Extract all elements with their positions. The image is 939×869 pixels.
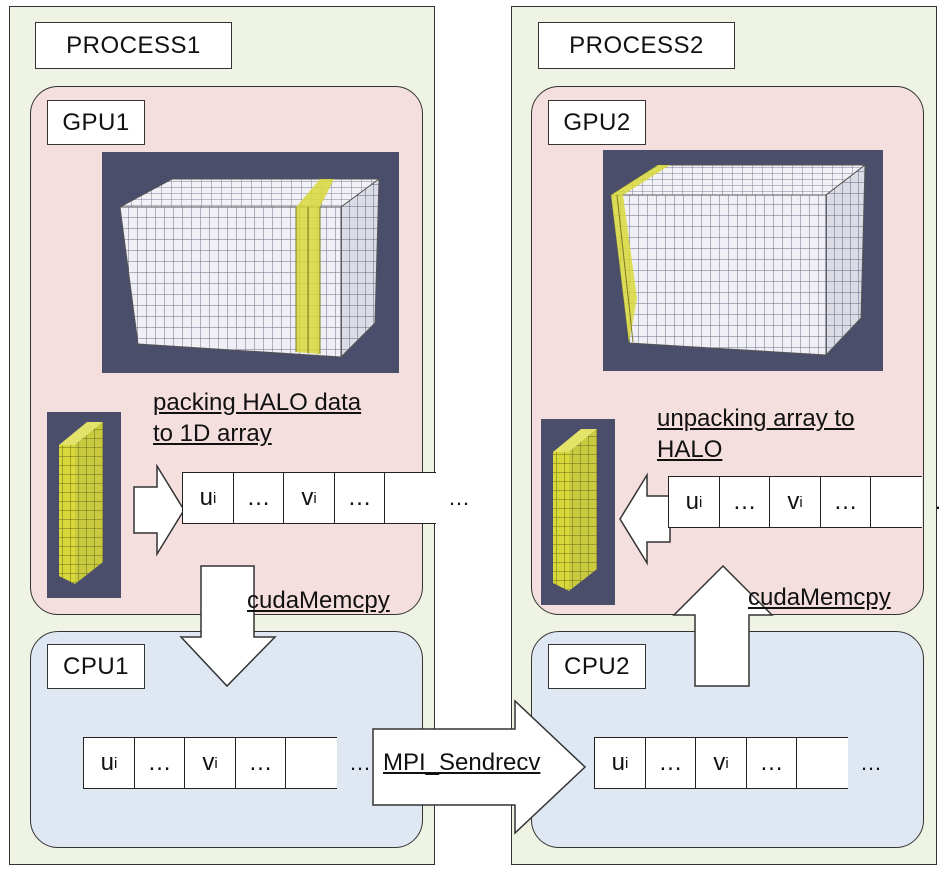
array-trailing-ellipsis: … bbox=[934, 489, 939, 515]
gpu2-halo-slab bbox=[541, 419, 615, 605]
array-cell: … bbox=[232, 472, 285, 524]
array-trailing-ellipsis: … bbox=[860, 750, 882, 775]
unpack-arrow-left bbox=[619, 472, 671, 566]
array-cell bbox=[796, 737, 848, 789]
cpu1-label: CPU1 bbox=[47, 644, 145, 689]
array-cell: … bbox=[133, 737, 186, 789]
array-cell bbox=[870, 476, 922, 528]
array-cell: … bbox=[819, 476, 872, 528]
process1-label: PROCESS1 bbox=[35, 22, 232, 69]
gpu1-cudamemcpy-label: cudaMemcpy bbox=[247, 587, 390, 614]
gpu1-label: GPU1 bbox=[47, 100, 145, 145]
array-cell: … bbox=[333, 472, 386, 524]
gpu2-cudamemcpy-label: cudaMemcpy bbox=[748, 584, 891, 611]
array-cell bbox=[285, 737, 337, 789]
gpu2-label: GPU2 bbox=[548, 100, 646, 145]
mpi-sendrecv-label: MPI_Sendrecv bbox=[383, 749, 541, 776]
array-cell: … bbox=[234, 737, 287, 789]
array-trailing-ellipsis: … bbox=[349, 750, 371, 775]
gpu1-caption-line2: to 1D array bbox=[153, 420, 272, 447]
array-cell bbox=[384, 472, 436, 524]
array-trailing-ellipsis: … bbox=[448, 485, 470, 510]
gpu1-to-cpu1-arrow bbox=[179, 565, 277, 688]
array-cell: … bbox=[745, 737, 798, 789]
mpi-sendrecv-arrow bbox=[372, 699, 587, 835]
cpu2-to-gpu2-arrow bbox=[672, 564, 774, 687]
process2-label: PROCESS2 bbox=[538, 22, 735, 69]
gpu2-mesh-render bbox=[603, 150, 883, 371]
gpu1-mesh-render bbox=[102, 152, 399, 373]
array-cell: … bbox=[718, 476, 771, 528]
array-cell: … bbox=[644, 737, 697, 789]
gpu2-caption-line2: HALO bbox=[657, 436, 723, 463]
gpu1-caption-line1: packing HALO data bbox=[153, 389, 362, 416]
gpu1-halo-slab bbox=[47, 412, 121, 598]
pack-arrow-right bbox=[133, 463, 185, 557]
cpu2-label: CPU2 bbox=[548, 644, 646, 689]
gpu2-caption-line1: unpacking array to bbox=[657, 405, 855, 432]
